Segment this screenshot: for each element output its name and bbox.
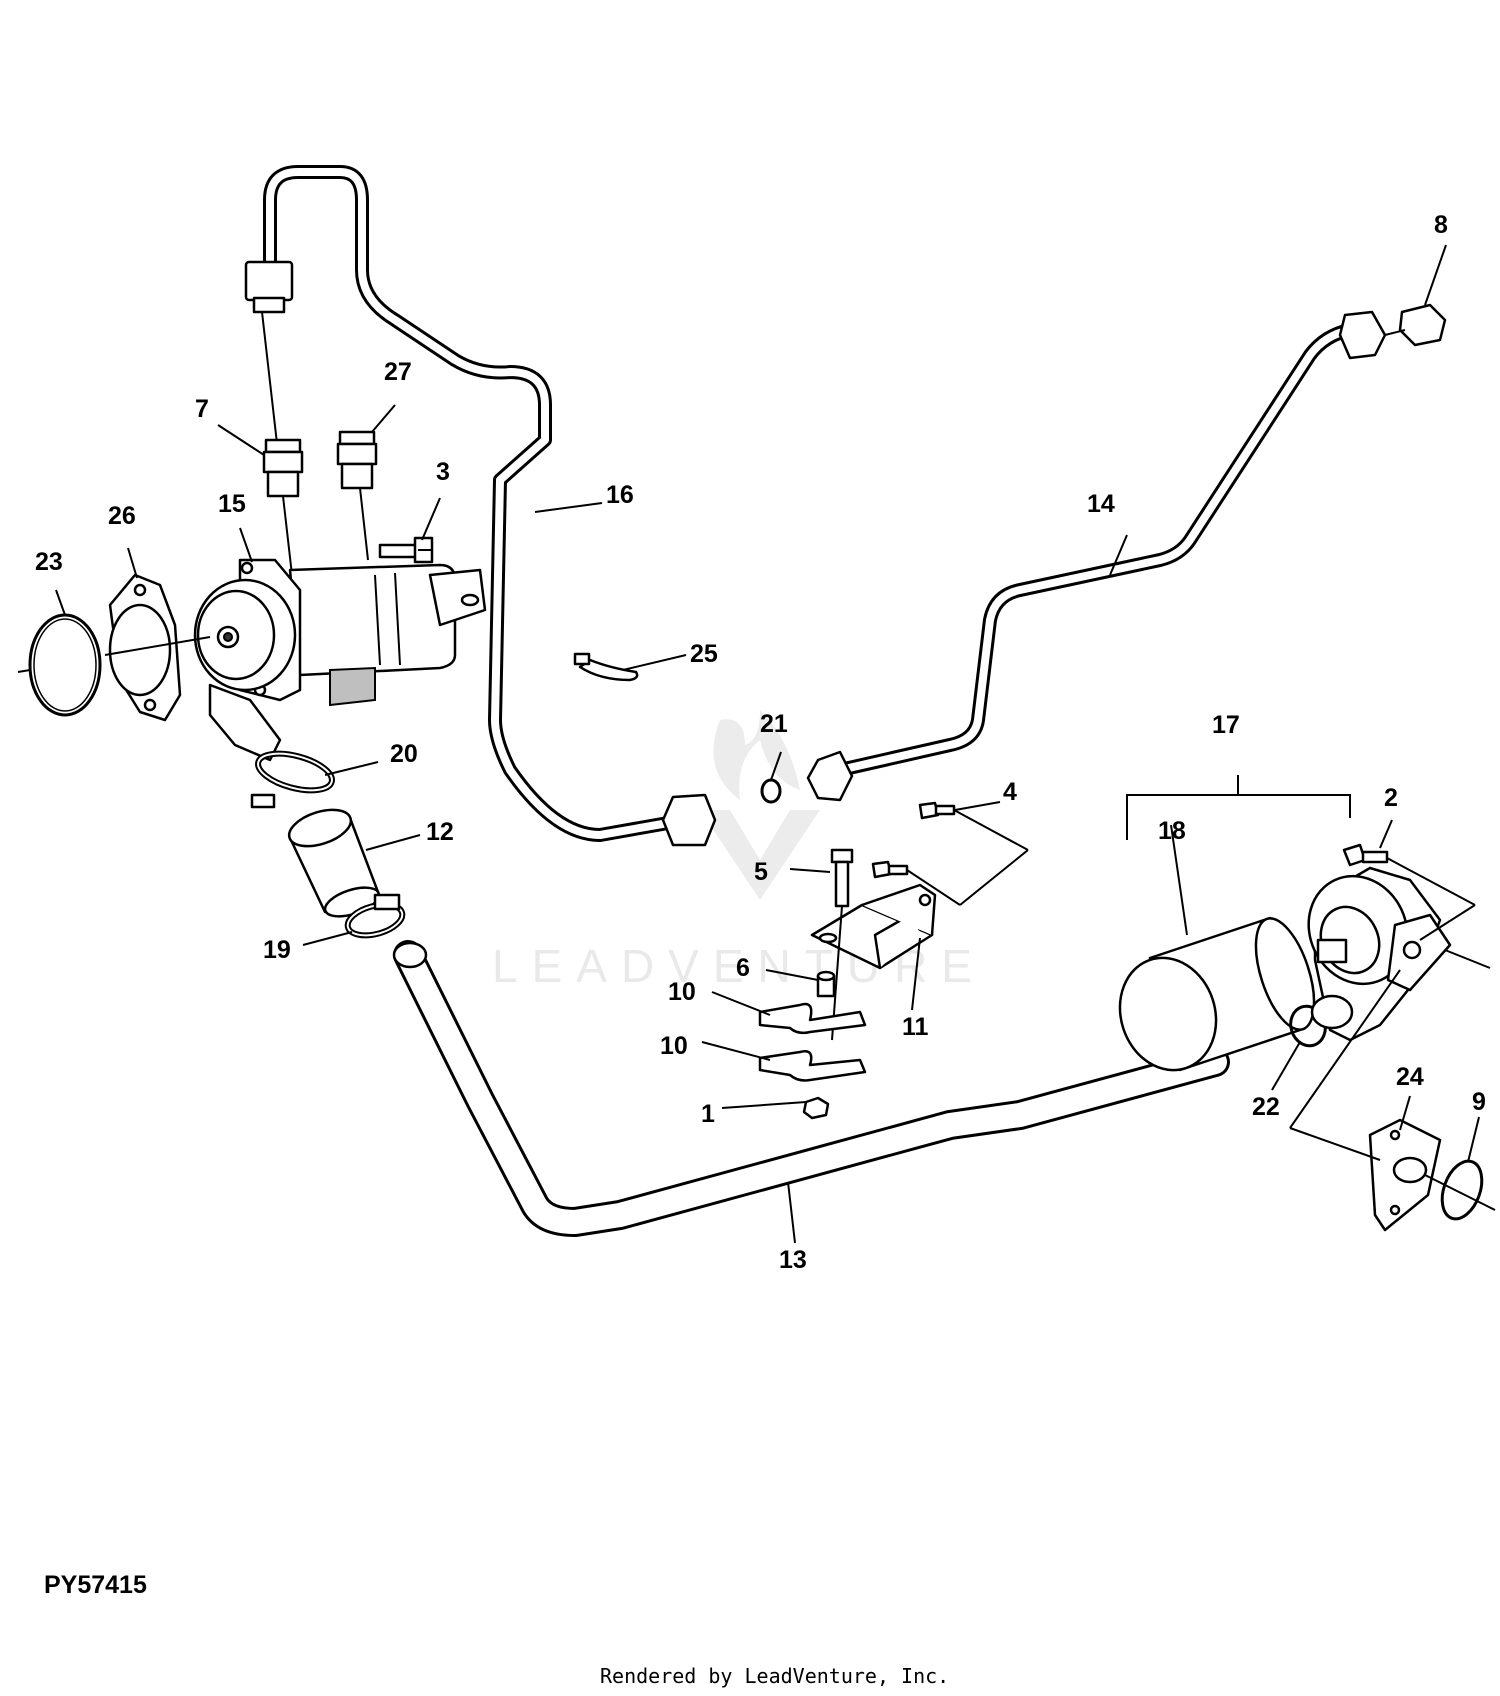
callout-10-upper: 10: [668, 978, 696, 1006]
flange-24: [1289, 969, 1496, 1232]
callout-15: 15: [218, 490, 246, 518]
tube-14: [806, 303, 1447, 802]
callout-16: 16: [606, 481, 634, 509]
callout-17: 17: [1212, 711, 1240, 739]
callout-19: 19: [263, 936, 291, 964]
callout-10-lower: 10: [660, 1032, 688, 1060]
callout-21: 21: [760, 710, 788, 738]
callout-23: 23: [35, 548, 63, 576]
nut-1: [802, 1096, 830, 1120]
spacer-6: [816, 970, 836, 998]
clamp-10-upper: [758, 1002, 867, 1035]
callout-18: 18: [1158, 817, 1186, 845]
callout-13: 13: [779, 1246, 807, 1274]
bracket-17: [1126, 775, 1351, 840]
callout-6: 6: [736, 954, 750, 982]
filter-18: [1118, 916, 1316, 1072]
callout-7: 7: [195, 395, 209, 423]
o-ring-21: [760, 778, 782, 804]
callout-27: 27: [384, 358, 412, 386]
tube-16: [244, 165, 717, 847]
hose-12: [287, 808, 381, 918]
callout-25: 25: [690, 640, 718, 668]
clamp-19: [344, 893, 406, 939]
o-ring-23: [17, 613, 102, 717]
diagram-id: PY57415: [44, 1571, 147, 1599]
callout-3: 3: [436, 458, 450, 486]
bolt-5: [830, 848, 854, 1041]
o-ring-9: [1440, 1159, 1484, 1221]
callout-2: 2: [1384, 784, 1398, 812]
hose-13: [392, 940, 1230, 1237]
callout-9: 9: [1472, 1088, 1486, 1116]
fitting-7: [262, 438, 304, 498]
callout-26: 26: [108, 502, 136, 530]
fitting-27: [336, 430, 378, 561]
callout-22: 22: [1252, 1093, 1280, 1121]
callout-1: 1: [701, 1100, 715, 1128]
callout-12: 12: [426, 818, 454, 846]
callout-11: 11: [902, 1013, 929, 1041]
bracket-11: [810, 883, 937, 970]
callout-20: 20: [390, 740, 418, 768]
callout-8: 8: [1434, 211, 1448, 239]
callout-4: 4: [1003, 778, 1017, 806]
clip-25: [573, 652, 639, 682]
clamp-20: [250, 750, 335, 809]
callout-5: 5: [754, 858, 768, 886]
gasket-26: [104, 573, 211, 722]
clamp-10-lower: [758, 1050, 867, 1082]
filter-head-17: [1307, 866, 1452, 1042]
callout-14: 14: [1087, 490, 1115, 518]
heater-valve-15: [193, 536, 487, 762]
footer-credit: Rendered by LeadVenture, Inc.: [600, 1664, 949, 1688]
bolt-2: [1342, 843, 1491, 969]
callout-labels: 7 27 3 15 26 23 16 14 8 25 21 20 12 19 4…: [35, 211, 1486, 1274]
leader-lines: [55, 244, 1480, 1244]
callout-24: 24: [1396, 1063, 1424, 1091]
bolts-4: [871, 801, 1029, 906]
